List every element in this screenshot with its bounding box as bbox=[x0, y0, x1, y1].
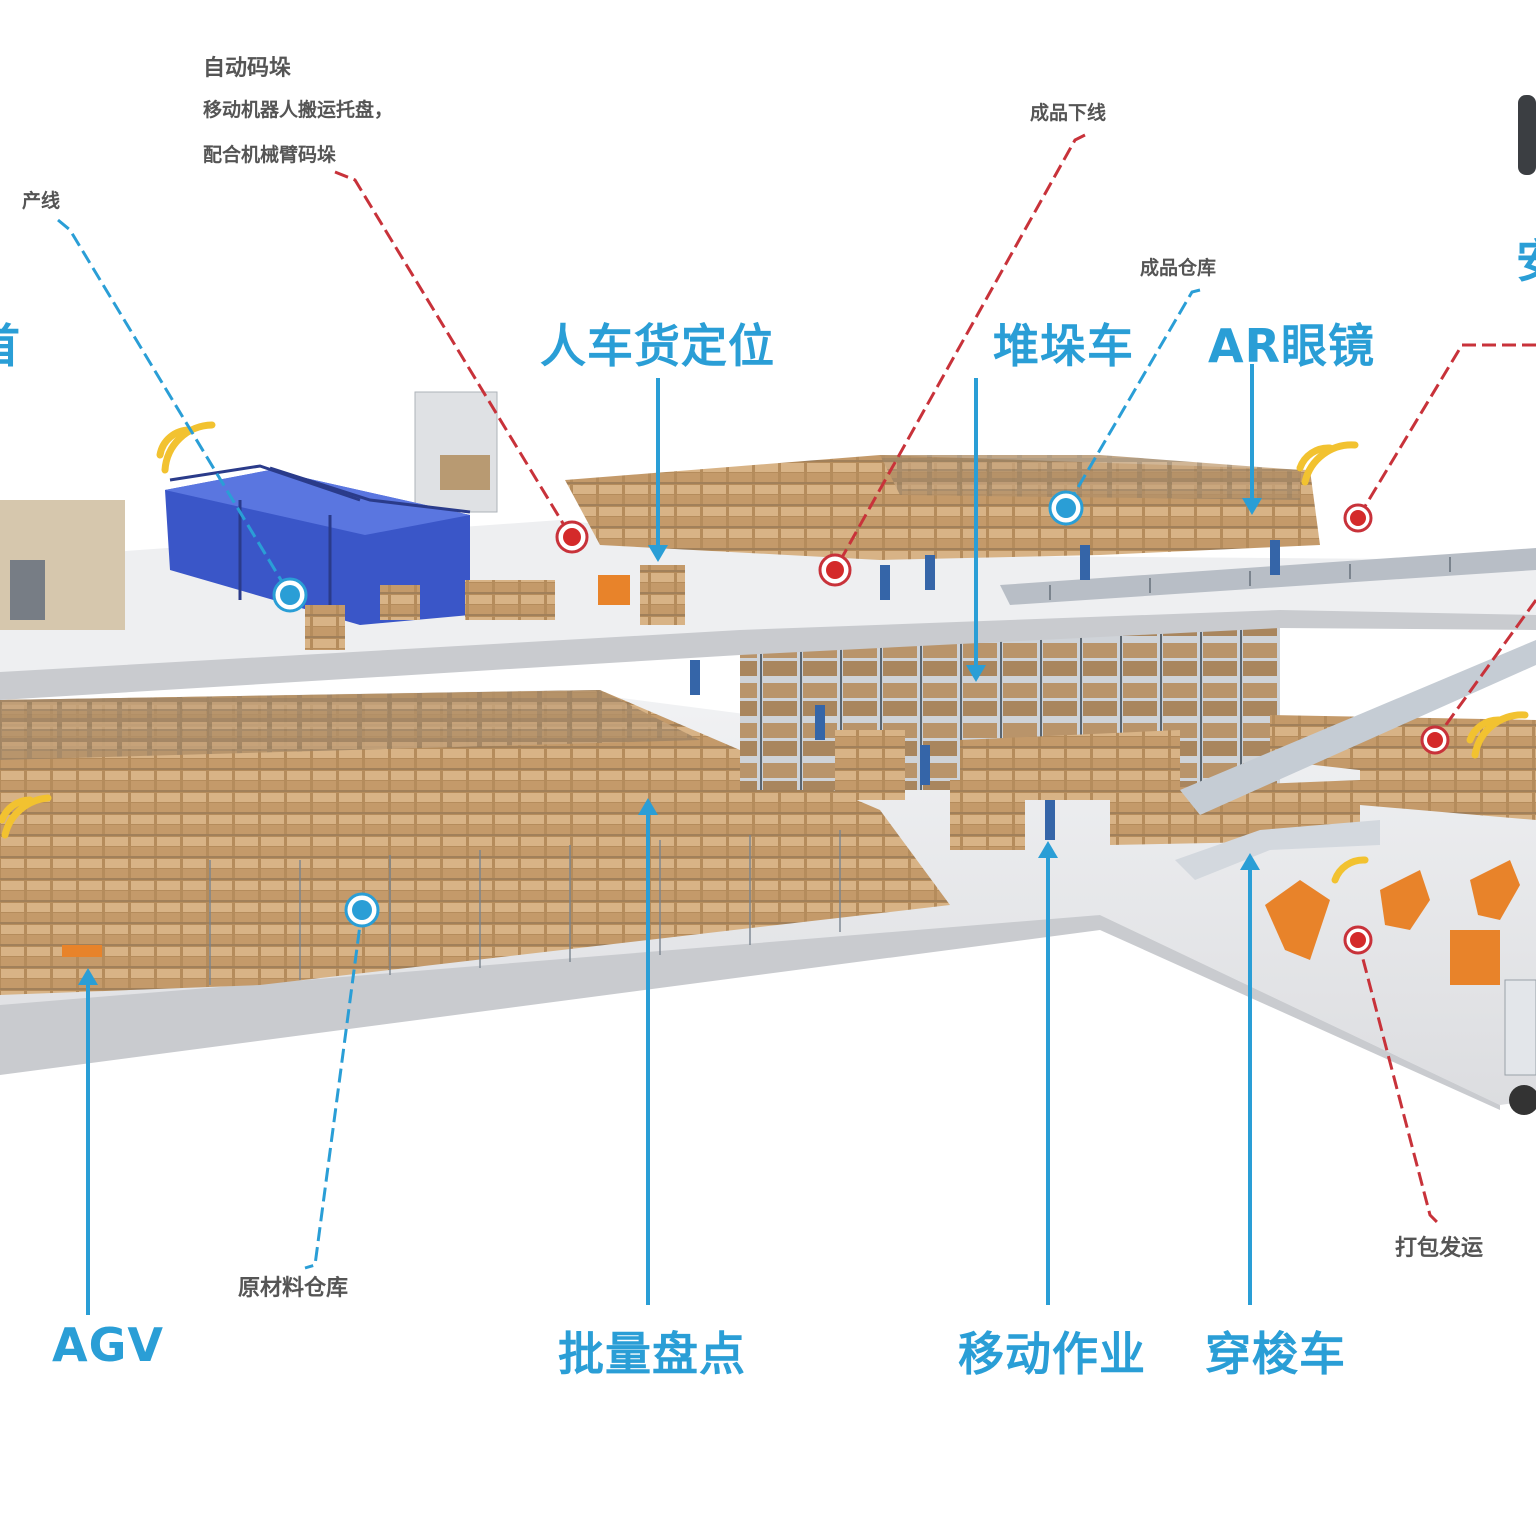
forklift bbox=[1450, 930, 1500, 985]
palletize-robot-base bbox=[598, 575, 630, 605]
blue-location-marker bbox=[272, 490, 1084, 928]
production-machines-top bbox=[165, 470, 470, 535]
left-edge-cropped-text: 首 bbox=[0, 310, 20, 370]
raw-material-warehouse-label: 原材料仓库 bbox=[238, 1276, 349, 1301]
finished-goods-far bbox=[880, 455, 1300, 500]
red-location-marker bbox=[555, 503, 1450, 955]
feature-ar-glasses: AR眼镜 bbox=[1208, 319, 1376, 373]
mid-box-stack bbox=[950, 780, 1025, 850]
auto-palletize-title: 自动码垛 bbox=[203, 56, 292, 81]
inclined-conveyor bbox=[1180, 640, 1536, 815]
truck-wheel bbox=[1509, 1085, 1536, 1115]
orange-robot-arms bbox=[1265, 860, 1520, 960]
line-boxes-3 bbox=[305, 605, 345, 650]
production-line-label: 产线 bbox=[22, 190, 61, 212]
auto-palletize-desc-line2: 配合机械臂码垛 bbox=[203, 144, 337, 166]
agv-stack bbox=[55, 805, 110, 955]
blue-arrows bbox=[78, 364, 1262, 1315]
left-edge-stack bbox=[0, 880, 16, 975]
rack-uprights bbox=[209, 830, 841, 985]
top-right-dark-object bbox=[1518, 95, 1536, 175]
machine-frames bbox=[169, 464, 471, 615]
palletize-stack bbox=[640, 565, 685, 625]
pack-ship-label: 打包发运 bbox=[1395, 1236, 1484, 1261]
feature-batch-inventory: 批量盘点 bbox=[558, 1327, 746, 1381]
raw-material-racks bbox=[0, 690, 950, 995]
cabinet-window bbox=[440, 455, 490, 490]
feature-shuttle: 穿梭车 bbox=[1205, 1327, 1346, 1381]
finished-offline-label: 成品下线 bbox=[1030, 102, 1107, 124]
blue-leader-lines bbox=[57, 218, 1201, 1270]
feature-mobile-operation: 移动作业 bbox=[958, 1327, 1146, 1381]
sorting-curve bbox=[1175, 820, 1380, 880]
auto-palletize-desc-line1: 移动机器人搬运托盘， bbox=[203, 99, 394, 121]
lower-floor-edge bbox=[0, 915, 1500, 1110]
left-edge-cropped-label: 首 bbox=[0, 310, 20, 370]
line-boxes-2 bbox=[465, 580, 555, 620]
upper-deck-edge bbox=[0, 610, 1536, 700]
workers bbox=[690, 540, 1280, 840]
agv-base bbox=[62, 945, 102, 957]
raw-material-racks-top bbox=[0, 690, 700, 760]
feature-agv: AGV bbox=[52, 1318, 164, 1372]
truck bbox=[1504, 979, 1536, 1076]
feature-person-vehicle-goods-location: 人车货定位 bbox=[540, 319, 775, 373]
feature-stacker: 堆垛车 bbox=[993, 319, 1134, 373]
right-edge-cropped-label: 安 bbox=[1516, 225, 1536, 285]
right-edge-cropped-text: 安 bbox=[1516, 225, 1536, 285]
right-lower-boxes bbox=[1360, 760, 1536, 820]
line-boxes bbox=[380, 585, 420, 620]
finished-warehouse-label: 成品仓库 bbox=[1140, 257, 1217, 279]
left-workcell-machine bbox=[10, 560, 45, 620]
wifi-signal-icon bbox=[0, 421, 1529, 884]
red-leader-lines bbox=[334, 133, 1536, 1227]
conveyor-rollers bbox=[1049, 557, 1451, 600]
conveyor bbox=[1000, 548, 1536, 605]
tall-cabinet bbox=[414, 391, 498, 513]
mid-box-stack-2 bbox=[835, 730, 905, 800]
